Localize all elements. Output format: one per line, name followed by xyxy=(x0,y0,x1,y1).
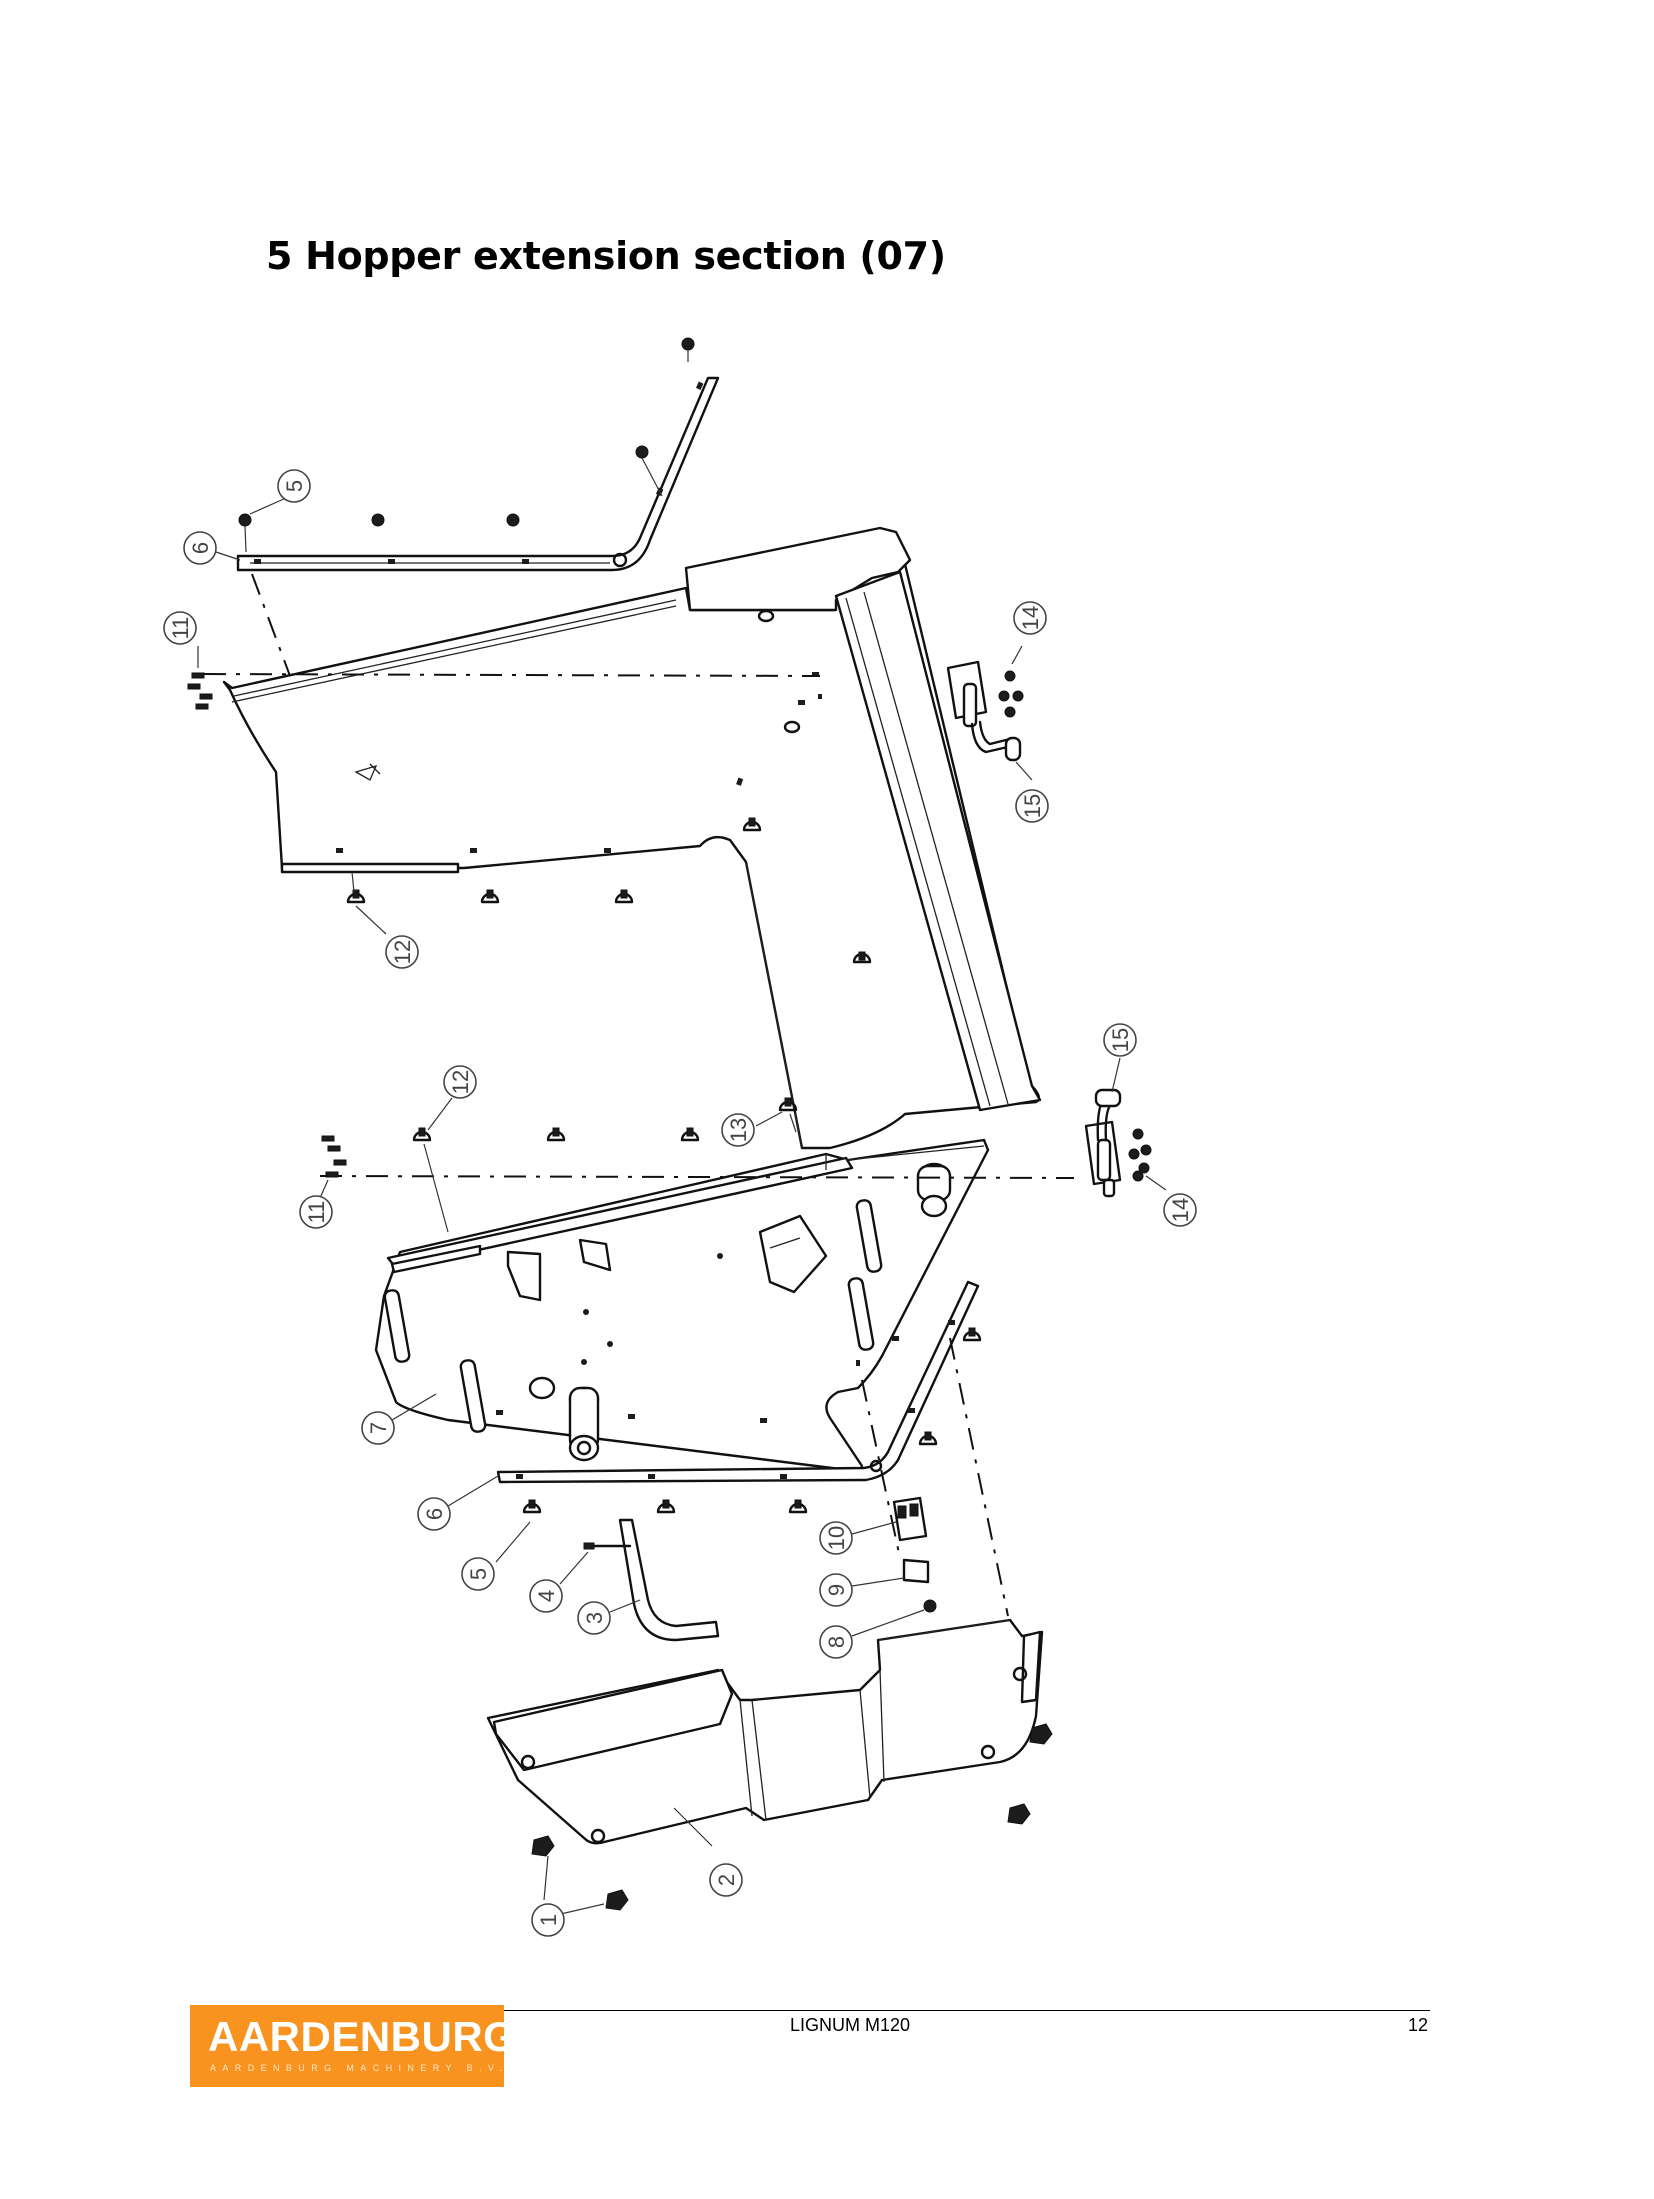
callout-11-lower: 11 xyxy=(299,1179,333,1229)
callout-12-upper: 12 xyxy=(355,905,419,969)
callout-13: 13 xyxy=(721,1111,783,1147)
callout-3: 3 xyxy=(577,1599,641,1635)
cover-bolts xyxy=(531,1723,1053,1911)
callout-label-14: 14 xyxy=(1168,1198,1193,1222)
callout-label-8: 8 xyxy=(824,1636,849,1648)
callout-label-15: 15 xyxy=(1020,794,1045,818)
callout-12-lower: 12 xyxy=(427,1065,477,1131)
callout-14-lower: 14 xyxy=(1145,1175,1197,1227)
lower-fasteners xyxy=(321,1097,982,1514)
lower-angle-bar xyxy=(496,1280,980,1484)
callout-label-6: 6 xyxy=(422,1508,447,1520)
callout-label-12: 12 xyxy=(390,940,415,964)
upper-latch xyxy=(946,645,1033,781)
latch-receiver xyxy=(892,1496,937,1613)
lower-cover xyxy=(486,1618,1044,1847)
callout-15-upper: 15 xyxy=(1015,789,1049,823)
logo-wordmark: AARDENBURG xyxy=(208,2013,504,2060)
callout-label-11: 11 xyxy=(304,1201,329,1224)
upper-hopper-panel xyxy=(222,376,1042,1150)
page-title: 5 Hopper extension section (07) xyxy=(266,234,946,278)
callout-label-6: 6 xyxy=(188,542,213,554)
footer-divider xyxy=(190,2010,1430,2011)
callout-label-3: 3 xyxy=(582,1612,607,1624)
callout-11-upper: 11 xyxy=(163,611,199,668)
callout-label-12: 12 xyxy=(448,1070,473,1094)
callout-label-2: 2 xyxy=(714,1874,739,1886)
lower-latch xyxy=(1084,1088,1152,1198)
callout-label-14: 14 xyxy=(1018,606,1043,630)
alignment-line xyxy=(861,1379,901,1559)
callout-label-10: 10 xyxy=(824,1526,849,1550)
alignment-line xyxy=(949,1337,1009,1617)
callout-label-15: 15 xyxy=(1108,1028,1133,1052)
callout-6-lower: 6 xyxy=(417,1475,499,1531)
footer-product-name: LIGNUM M120 xyxy=(790,2015,911,2035)
callout-label-7: 7 xyxy=(366,1422,391,1434)
upper-fasteners xyxy=(187,337,872,964)
alignment-line xyxy=(203,673,821,677)
callout-label-5: 5 xyxy=(466,1568,491,1580)
callout-label-5: 5 xyxy=(282,480,307,492)
pin-handle xyxy=(583,1518,720,1642)
callout-label-13: 13 xyxy=(726,1118,751,1142)
alignment-line xyxy=(319,1175,1075,1179)
callout-15-lower: 15 xyxy=(1103,1023,1137,1093)
lower-hopper-panel xyxy=(374,1138,990,1472)
alignment-line xyxy=(251,573,291,677)
company-logo: AARDENBURG AARDENBURG MACHINERY B.V. 187… xyxy=(190,2005,504,2087)
callout-4: 4 xyxy=(529,1551,589,1613)
callout-5-lower: 5 xyxy=(461,1521,531,1591)
logo-subtitle: AARDENBURG MACHINERY B.V. 1874 xyxy=(210,2063,504,2073)
callout-1: 1 xyxy=(531,1855,605,1937)
callout-label-11: 11 xyxy=(168,617,193,640)
callout-label-4: 4 xyxy=(534,1590,559,1602)
callout-8: 8 xyxy=(819,1609,925,1659)
callout-7: 7 xyxy=(361,1393,437,1445)
callout-label-1: 1 xyxy=(536,1914,561,1926)
callout-5-upper: 5 xyxy=(249,469,311,515)
callout-10: 10 xyxy=(819,1521,897,1555)
callout-2: 2 xyxy=(709,1863,743,1897)
callout-6-upper: 6 xyxy=(183,531,241,565)
page-number: 12 xyxy=(1407,2015,1428,2035)
callout-9: 9 xyxy=(819,1573,905,1607)
callout-14-upper: 14 xyxy=(1013,601,1047,635)
callout-label-9: 9 xyxy=(824,1584,849,1596)
